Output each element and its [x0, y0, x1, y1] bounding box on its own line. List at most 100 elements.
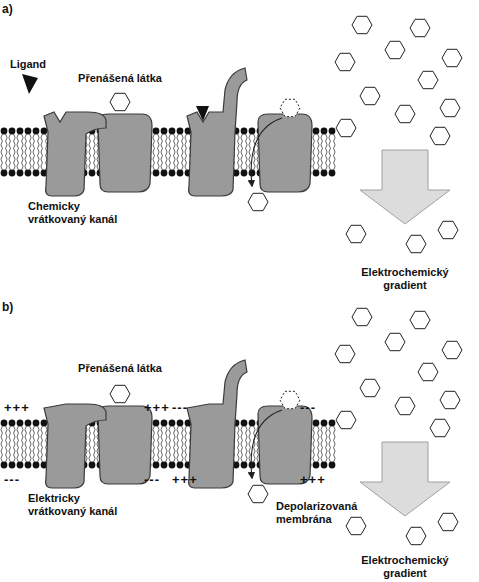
lipid-tail [22, 444, 23, 462]
lipid-tail [334, 134, 335, 152]
lipid-tail [185, 152, 186, 170]
lipid-tail [257, 444, 258, 462]
lipid-head [321, 128, 328, 135]
lipid-head [41, 420, 48, 427]
molecule [418, 363, 438, 380]
lipid-tail [254, 444, 255, 462]
lipid-tail [33, 152, 34, 170]
lipid-tail [94, 134, 95, 152]
molecule [360, 87, 380, 104]
lipid-head [321, 462, 328, 469]
lipid-head [169, 170, 176, 177]
lipid-tail [238, 152, 239, 170]
text-label: Elektrochemický gradient [345, 554, 465, 580]
molecule [346, 225, 366, 242]
lipid-tail [17, 152, 18, 170]
lipid-tail [166, 134, 167, 152]
lipid-tail [246, 134, 247, 152]
lipid-tail [30, 444, 31, 462]
lipid-tail [241, 444, 242, 462]
lipid-head [241, 170, 248, 177]
lipid-head [241, 420, 248, 427]
charge-label: +++ [300, 472, 334, 488]
lipid-tail [161, 444, 162, 462]
lipid-tail [158, 134, 159, 152]
lipid-tail [158, 444, 159, 462]
channel-gate-open [187, 360, 247, 488]
lipid-tail [41, 134, 42, 152]
lipid-head [1, 420, 8, 427]
lipid-tail [89, 152, 90, 170]
lipid-tail [318, 134, 319, 152]
charge-label: +++ [4, 400, 38, 416]
lipid-tail [30, 152, 31, 170]
molecule-after [248, 485, 268, 502]
lipid-head [17, 462, 24, 469]
lipid-tail [38, 152, 39, 170]
lipid-head [25, 128, 32, 135]
lipid-head [33, 420, 40, 427]
molecule [395, 105, 415, 122]
molecule-before [280, 391, 300, 408]
channel-gate-closed [44, 404, 106, 488]
lipid-head [161, 128, 168, 135]
molecule [430, 127, 450, 144]
lipid-tail [25, 152, 26, 170]
lipid-tail [30, 134, 31, 152]
molecule [442, 341, 462, 358]
lipid-head [161, 170, 168, 177]
lipid-tail [153, 134, 154, 152]
lipid-head [249, 462, 256, 469]
flow-arrow [251, 118, 282, 186]
lipid-head [1, 170, 8, 177]
lipid-tail [321, 426, 322, 444]
molecule [336, 119, 356, 136]
lipid-tail [1, 444, 2, 462]
lipid-tail [182, 152, 183, 170]
lipid-head [177, 420, 184, 427]
molecule [438, 221, 458, 238]
lipid-tail [166, 152, 167, 170]
lipid-tail [153, 152, 154, 170]
lipid-tail [185, 444, 186, 462]
lipid-head [321, 170, 328, 177]
charge-label: --- [4, 472, 38, 488]
lipid-tail [329, 134, 330, 152]
lipid-tail [9, 426, 10, 444]
lipid-tail [22, 134, 23, 152]
lipid-head [169, 420, 176, 427]
lipid-tail [177, 426, 178, 444]
lipid-head [41, 128, 48, 135]
gradient-arrow [360, 150, 450, 224]
lipid-tail [238, 134, 239, 152]
lipid-tail [25, 134, 26, 152]
lipid-tail [177, 134, 178, 152]
lipid-tail [313, 444, 314, 462]
text-label: b) [2, 300, 32, 314]
lipid-tail [174, 152, 175, 170]
lipid-tail [1, 152, 2, 170]
lipid-tail [9, 152, 10, 170]
lipid-tail [241, 426, 242, 444]
lipid-tail [94, 426, 95, 444]
lipid-head [329, 462, 336, 469]
lipid-tail [158, 426, 159, 444]
lipid-tail [321, 444, 322, 462]
text-label: Chemicky vrátkovaný kanál [28, 200, 130, 226]
molecule [430, 419, 450, 436]
lipid-tail [38, 444, 39, 462]
lipid-head [25, 420, 32, 427]
molecule-before [280, 99, 300, 116]
lipid-tail [185, 134, 186, 152]
channel-gate-closed [44, 112, 106, 196]
lipid-head [17, 420, 24, 427]
lipid-tail [14, 134, 15, 152]
lipid-tail [326, 444, 327, 462]
lipid-head [177, 462, 184, 469]
lipid-tail [89, 134, 90, 152]
lipid-tail [313, 134, 314, 152]
lipid-head [9, 462, 16, 469]
lipid-tail [94, 444, 95, 462]
lipid-head [241, 128, 248, 135]
lipid-tail [182, 444, 183, 462]
